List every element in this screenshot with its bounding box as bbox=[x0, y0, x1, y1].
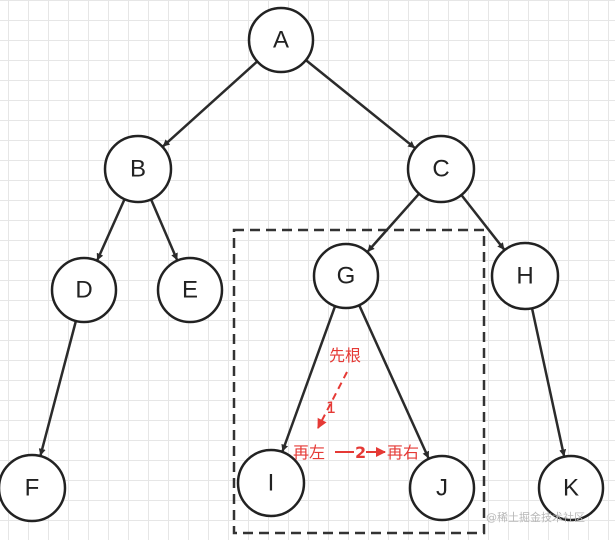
edge-b-d bbox=[96, 198, 126, 261]
edge-a-b bbox=[162, 60, 259, 148]
tree-node-a: A bbox=[247, 6, 315, 74]
watermark-text: @稀土掘金技术社区 bbox=[486, 510, 585, 524]
node-circle-c bbox=[406, 134, 476, 204]
node-circle-e bbox=[156, 256, 224, 324]
annotation-root-first: 先根 bbox=[329, 346, 361, 365]
node-circle-g bbox=[312, 242, 380, 310]
edge-g-j bbox=[358, 304, 430, 459]
annotation-arrow-1 bbox=[317, 371, 348, 429]
edge-d-f bbox=[38, 320, 78, 456]
node-label-f: F bbox=[25, 474, 40, 501]
node-circle-d bbox=[50, 256, 118, 324]
node-label-j: J bbox=[436, 474, 448, 501]
node-circle-h bbox=[490, 241, 560, 311]
annotation-then-left: 再左 bbox=[293, 443, 325, 462]
edge-c-g bbox=[366, 192, 421, 253]
subtree-highlight-box bbox=[232, 228, 486, 535]
node-label-g: G bbox=[337, 262, 356, 289]
tree-node-b: B bbox=[103, 134, 173, 204]
node-label-b: B bbox=[130, 155, 146, 182]
tree-node-i: I bbox=[236, 448, 306, 518]
tree-edges bbox=[38, 59, 567, 459]
tree-node-e: E bbox=[156, 256, 224, 324]
node-label-i: I bbox=[268, 469, 275, 496]
node-circle-f bbox=[0, 453, 67, 523]
annotation-step-1: 1 bbox=[326, 398, 336, 417]
edge-h-k bbox=[530, 307, 567, 457]
tree-node-c: C bbox=[406, 134, 476, 204]
edge-c-h bbox=[460, 194, 505, 251]
annotation-then-right: 再右 bbox=[387, 443, 419, 462]
tree-node-f: F bbox=[0, 453, 67, 523]
edge-b-e bbox=[149, 198, 179, 261]
node-circle-a bbox=[247, 6, 315, 74]
node-circle-b bbox=[103, 134, 173, 204]
node-label-e: E bbox=[182, 276, 198, 303]
node-label-d: D bbox=[75, 276, 92, 303]
tree-node-j: J bbox=[408, 454, 476, 522]
annotation-step-2: 2 bbox=[355, 443, 366, 462]
node-circle-k bbox=[537, 454, 605, 522]
node-circle-j bbox=[408, 454, 476, 522]
edge-a-c bbox=[305, 59, 416, 149]
tree-node-h: H bbox=[490, 241, 560, 311]
tree-nodes: A B C D E F G H I J K bbox=[0, 6, 605, 523]
edge-g-i bbox=[281, 305, 337, 452]
node-label-k: K bbox=[563, 474, 579, 501]
node-circle-i bbox=[236, 448, 306, 518]
tree-node-k: K bbox=[537, 454, 605, 522]
node-label-c: C bbox=[432, 155, 449, 182]
node-label-a: A bbox=[273, 26, 289, 53]
node-label-h: H bbox=[516, 262, 533, 289]
tree-node-d: D bbox=[50, 256, 118, 324]
tree-node-g: G bbox=[312, 242, 380, 310]
